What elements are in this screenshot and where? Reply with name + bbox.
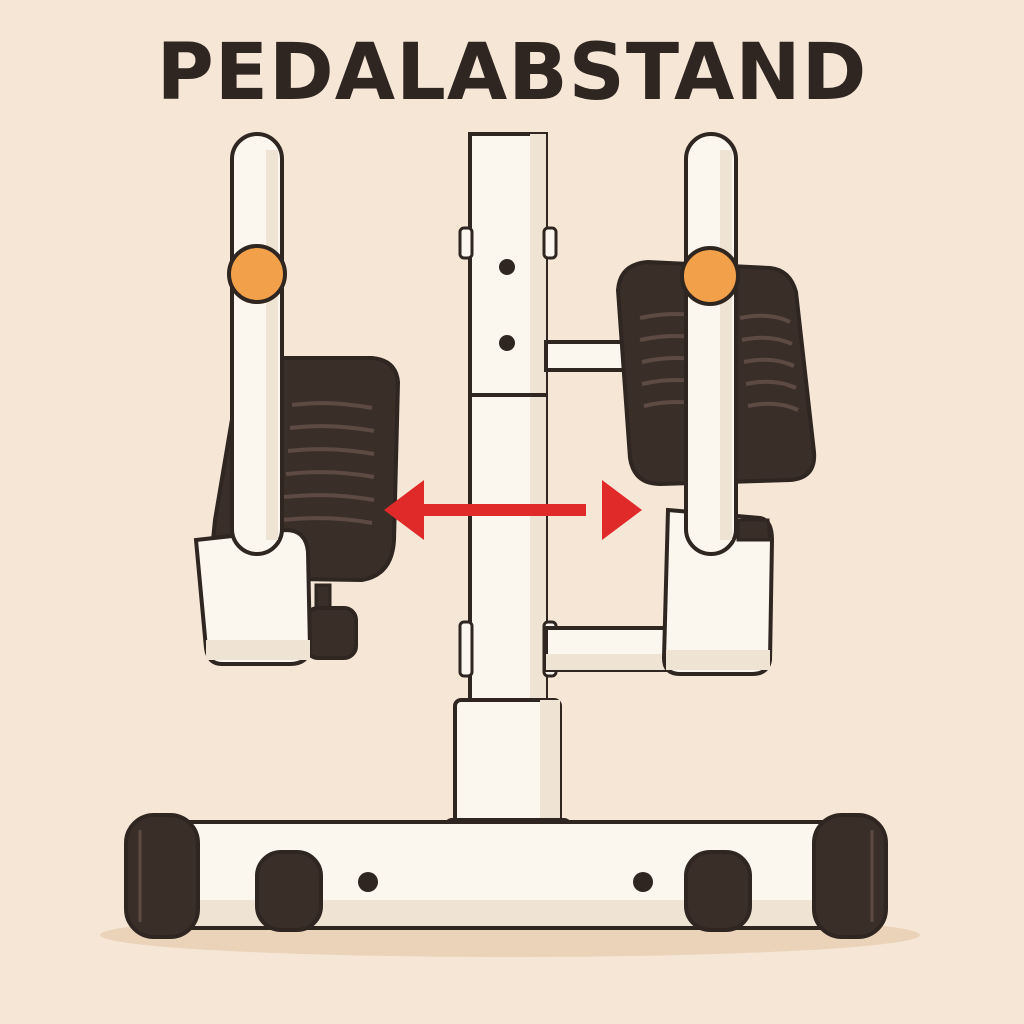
post-base-block	[444, 698, 572, 838]
base-bar	[124, 813, 888, 939]
right-end-cap	[812, 813, 888, 939]
double-arrow-icon	[384, 480, 642, 540]
left-pedal-knob	[304, 606, 358, 660]
center-post	[458, 132, 558, 726]
left-pedal	[193, 132, 401, 666]
post-hole	[499, 335, 515, 351]
post-hole	[499, 259, 515, 275]
left-adjust-knob	[227, 244, 287, 304]
left-pedal-tread	[281, 401, 375, 525]
right-pedal	[615, 132, 817, 676]
right-foot-pad	[684, 850, 752, 932]
right-adjust-knob	[680, 246, 740, 306]
left-foot-pad	[255, 850, 323, 932]
title: PEDALABSTAND	[156, 28, 868, 118]
crossbars	[544, 340, 678, 672]
left-end-cap	[124, 813, 200, 939]
